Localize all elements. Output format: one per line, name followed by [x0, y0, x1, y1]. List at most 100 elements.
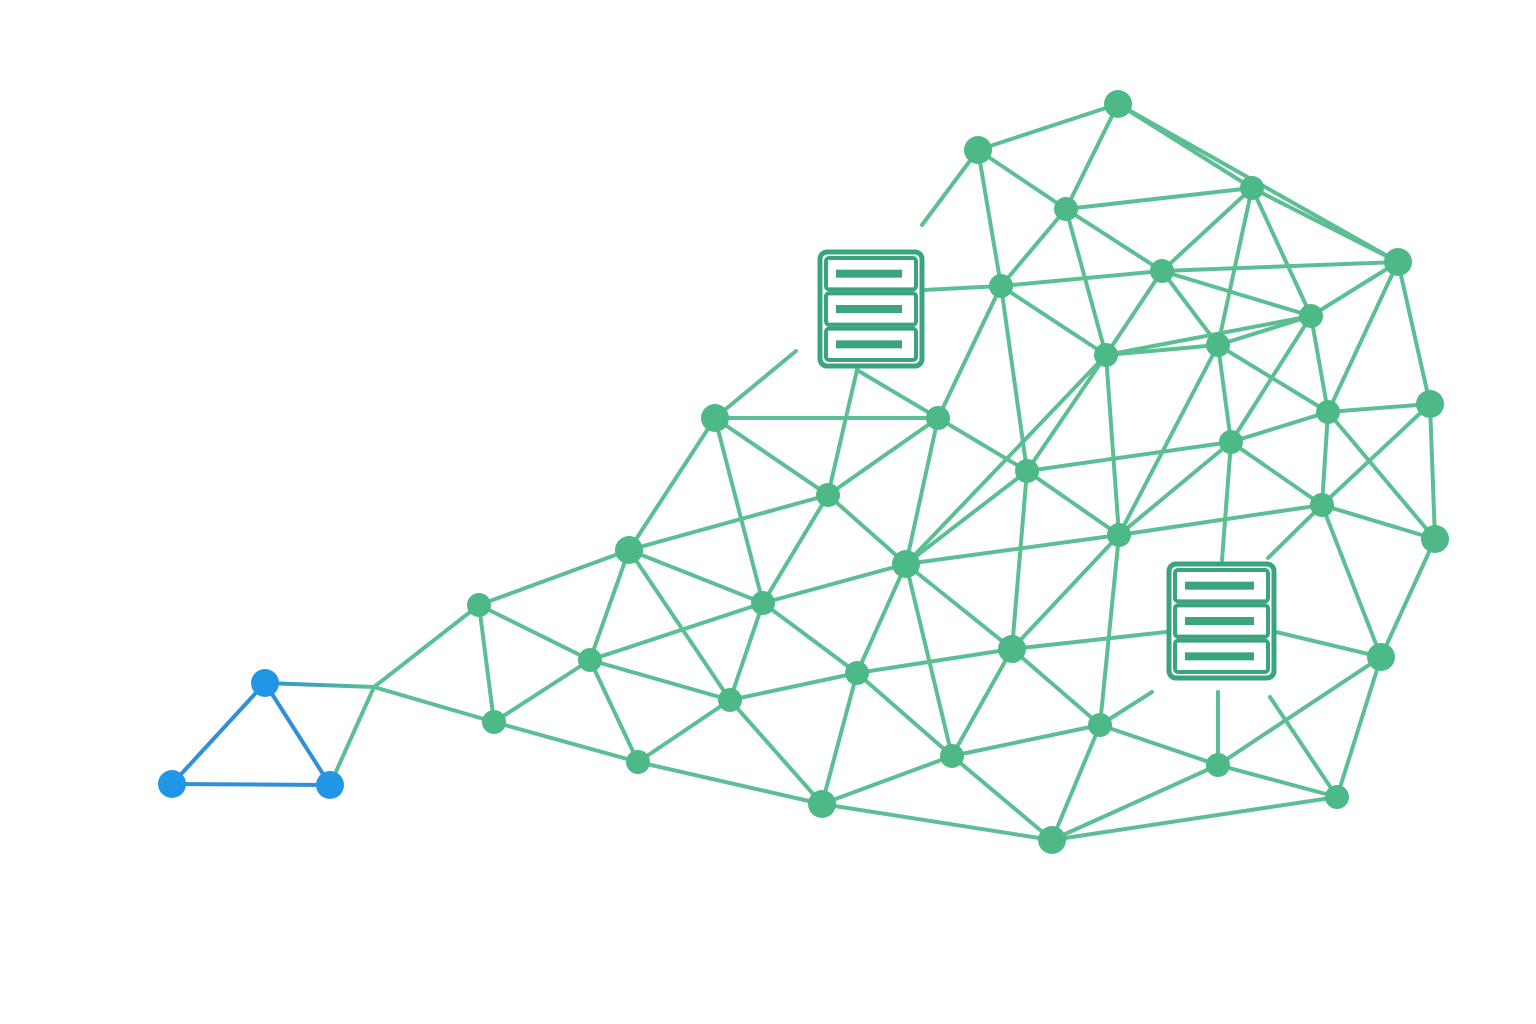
mesh-link	[761, 562, 908, 605]
mesh-link	[950, 647, 1014, 758]
mesh-node	[926, 406, 950, 430]
mesh-link	[1309, 314, 1330, 414]
mesh-link	[904, 416, 940, 566]
mesh-link	[1117, 503, 1324, 537]
mesh-link	[1216, 343, 1233, 444]
mesh-link	[922, 284, 1003, 292]
mesh-link	[1396, 260, 1432, 406]
mesh-link	[1010, 647, 1102, 727]
mesh-node	[1367, 643, 1395, 671]
blue-cluster	[158, 669, 376, 799]
mesh-link	[1050, 723, 1102, 842]
mesh-node	[964, 136, 992, 164]
mesh-link	[713, 416, 765, 605]
mesh-link	[1104, 314, 1313, 357]
mesh-link	[1268, 695, 1339, 799]
mesh-link	[1428, 402, 1437, 541]
mesh-node	[1015, 459, 1039, 483]
mesh-node	[1316, 400, 1340, 424]
mesh-link	[936, 416, 1029, 473]
mesh-link	[636, 698, 732, 764]
mesh-link	[1326, 260, 1400, 414]
mesh-link	[855, 671, 954, 758]
mesh-link	[999, 284, 1108, 357]
mesh-link	[904, 533, 1121, 566]
mesh-link	[820, 754, 954, 806]
mesh-link	[904, 469, 1029, 566]
mesh-link	[820, 671, 859, 806]
mesh-link	[627, 416, 717, 552]
mesh-link	[855, 562, 908, 675]
mesh-link	[1025, 440, 1233, 473]
mesh-node	[1310, 493, 1334, 517]
mesh-link	[1379, 537, 1437, 659]
mesh-link	[999, 269, 1164, 288]
mesh-link	[1160, 186, 1254, 273]
mesh-node	[1094, 343, 1118, 367]
server-rack-icon	[817, 249, 925, 369]
mesh-edges	[328, 102, 1437, 842]
mesh-node	[701, 404, 729, 432]
cluster-link	[170, 782, 332, 787]
mesh-link	[1064, 102, 1120, 211]
mesh-link	[1098, 533, 1121, 727]
cluster-node	[251, 669, 279, 697]
mesh-link	[1098, 723, 1220, 767]
mesh-link	[588, 548, 631, 662]
mesh-link	[826, 493, 908, 566]
mesh-link	[904, 562, 1014, 651]
mesh-link	[1326, 410, 1437, 541]
mesh-link	[920, 148, 980, 227]
mesh-link	[1104, 343, 1220, 357]
mesh-link	[588, 601, 765, 662]
mesh-node	[1240, 176, 1264, 200]
mesh-link	[1117, 343, 1220, 537]
mesh-link	[1104, 353, 1121, 537]
mesh-link	[1010, 469, 1029, 651]
mesh-link	[820, 802, 1054, 842]
mesh-node	[1299, 304, 1323, 328]
mesh-link	[477, 603, 496, 724]
mesh-link	[1064, 186, 1254, 211]
mesh-link	[1250, 186, 1313, 318]
mesh-node	[1384, 248, 1412, 276]
mesh-link	[976, 148, 1068, 211]
mesh-link	[492, 658, 592, 724]
mesh-link	[950, 754, 1054, 842]
mesh-link	[372, 685, 496, 724]
mesh-node	[482, 710, 506, 734]
mesh-link	[728, 671, 859, 702]
mesh-node	[1054, 197, 1078, 221]
mesh-node	[816, 483, 840, 507]
mesh-node	[1104, 90, 1132, 118]
mesh-link	[1160, 269, 1220, 347]
mesh-link	[627, 493, 830, 552]
mesh-node	[998, 635, 1026, 663]
mesh-node	[989, 274, 1013, 298]
mesh-link	[855, 647, 1014, 675]
mesh-node	[1206, 333, 1230, 357]
mesh-node	[940, 744, 964, 768]
mesh-node	[1150, 259, 1174, 283]
mesh-node	[892, 550, 920, 578]
mesh-link	[1216, 314, 1313, 347]
mesh-link	[761, 601, 859, 675]
mesh-link	[1216, 343, 1330, 414]
mesh-link	[1320, 503, 1383, 659]
mesh-node	[615, 536, 643, 564]
mesh-link	[728, 601, 765, 702]
mesh-node	[467, 593, 491, 617]
mesh-link	[1025, 469, 1121, 537]
mesh-node	[808, 790, 836, 818]
mesh-link	[713, 349, 798, 420]
mesh-node	[845, 661, 869, 685]
mesh-node	[751, 591, 775, 615]
mesh-link	[936, 284, 1003, 420]
mesh-link	[950, 723, 1102, 758]
mesh-node	[1219, 430, 1243, 454]
mesh-node	[578, 648, 602, 672]
mesh-link	[328, 685, 376, 787]
mesh-link	[1220, 440, 1233, 562]
mesh-link	[1216, 763, 1339, 799]
